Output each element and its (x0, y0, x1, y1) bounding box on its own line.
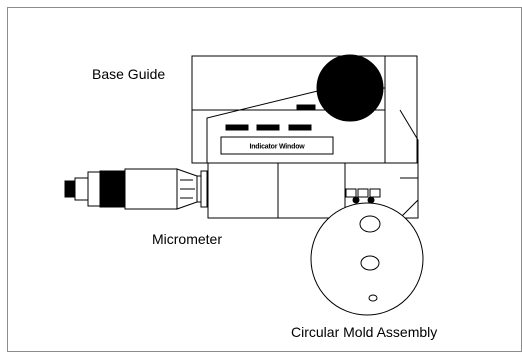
label-micrometer: Micrometer (152, 231, 222, 247)
lower-housing-slot-2 (357, 188, 369, 198)
indicator-dash-3 (288, 124, 312, 131)
contact-pin-right (367, 196, 375, 204)
micrometer-thimble (124, 168, 178, 210)
base-guide-right-wedge (399, 109, 419, 163)
circular-mold-assembly (310, 202, 424, 316)
indicator-window-label: Indicator Window (249, 144, 305, 151)
label-circular-mold-assembly: Circular Mold Assembly (291, 324, 437, 340)
label-base-guide: Base Guide (92, 66, 165, 82)
lower-housing-slot-1 (345, 188, 357, 198)
mold-hole-bottom (368, 294, 378, 302)
micrometer-thimble-band (99, 170, 126, 208)
micrometer-knurl (180, 179, 195, 199)
base-guide (191, 54, 419, 164)
indicator-dash-2 (256, 124, 280, 131)
base-guide-disc (316, 54, 384, 122)
mold-hole-middle (360, 255, 380, 271)
micrometer (64, 168, 208, 210)
contact-pin-left (352, 196, 360, 204)
lower-housing-right-bevel (399, 177, 419, 219)
mold-hole-top (359, 215, 381, 233)
micrometer-thimble-grip (87, 171, 101, 207)
lower-housing-slot-3 (369, 188, 381, 198)
indicator-window (220, 136, 334, 155)
indicator-dash-top (296, 104, 316, 111)
indicator-dash-1 (225, 124, 249, 131)
micrometer-sleeve (196, 175, 202, 203)
micrometer-ratchet-cap (74, 177, 89, 201)
micrometer-collar (200, 170, 208, 208)
